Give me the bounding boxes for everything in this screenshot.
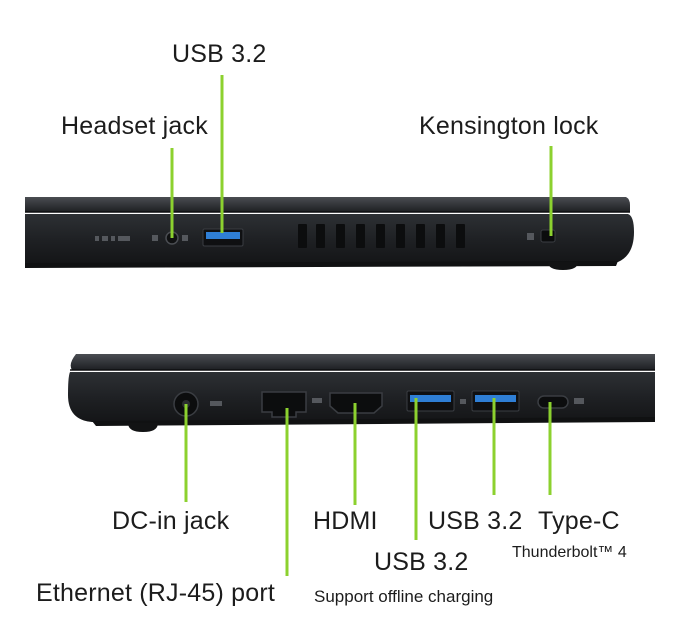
- ethernet-port: [261, 391, 322, 418]
- label-type-c: Type-C: [538, 507, 620, 535]
- label-usb-a2: USB 3.2: [428, 507, 523, 535]
- label-kensington-lock: Kensington lock: [419, 112, 599, 140]
- label-thunderbolt: Thunderbolt™ 4: [512, 544, 627, 561]
- left-side-view: [25, 197, 634, 270]
- rubber-foot: [128, 423, 158, 432]
- label-offline-charging: Support offline charging: [314, 587, 494, 606]
- leader-lines: [170, 75, 553, 576]
- ventilation-grille: [298, 224, 465, 248]
- status-indicator-icons: [95, 236, 130, 241]
- type-c-port: [537, 395, 584, 409]
- label-ethernet-port: Ethernet (RJ-45) port: [36, 579, 276, 607]
- label-headset-jack: Headset jack: [61, 112, 208, 140]
- label-usb-top: USB 3.2: [172, 40, 267, 68]
- label-hdmi: HDMI: [313, 507, 378, 535]
- label-dc-in-jack: DC-in jack: [112, 507, 230, 535]
- rubber-foot: [548, 262, 578, 270]
- label-usb-a1: USB 3.2: [374, 548, 469, 576]
- right-side-view: [68, 354, 655, 432]
- usb-a-port-right-1: [406, 390, 466, 412]
